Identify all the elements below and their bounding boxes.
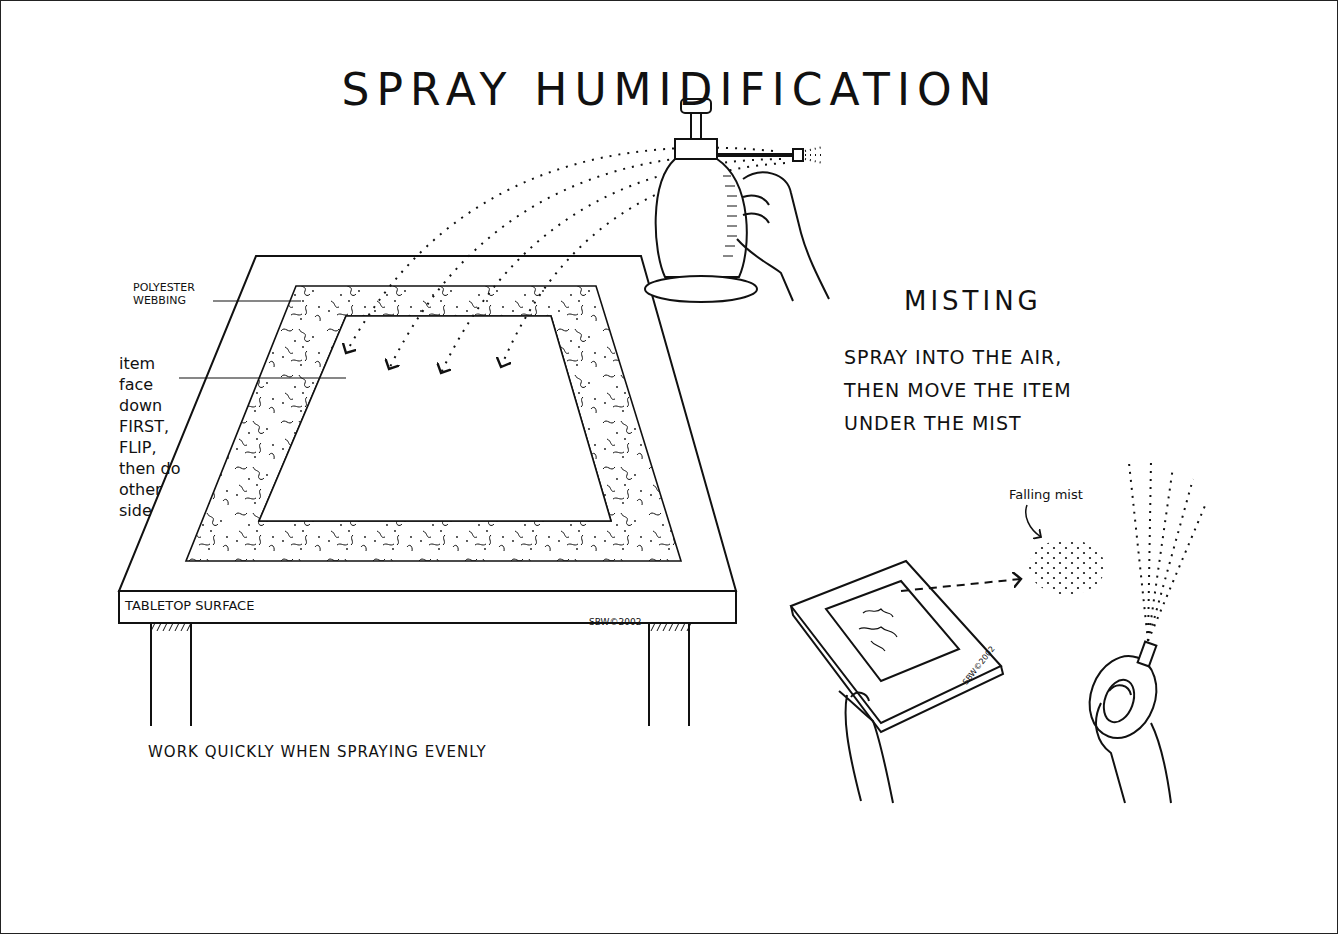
leader-lines: [179, 301, 346, 378]
nozzle-tip: [793, 149, 803, 161]
pump-shaft: [691, 113, 701, 139]
sprayer-cap: [1098, 676, 1139, 727]
bottle-shading: [723, 176, 737, 256]
spray-nozzle: [717, 153, 796, 157]
part-label: POLYESTER WEBBING: [133, 281, 217, 307]
part-label: TABLETOP SURFACE: [125, 598, 254, 614]
picture-sketch: [859, 609, 897, 651]
table-edge: [119, 591, 736, 623]
spray-dots: [805, 147, 825, 163]
table-leg: [688, 623, 690, 726]
sprayer-hand: [1096, 685, 1171, 803]
bottle-neck: [675, 139, 717, 159]
table-leg: [150, 623, 152, 726]
footer-note: WORK QUICKLY WHEN SPRAYING EVENLY: [148, 743, 487, 762]
table-leg: [648, 623, 650, 726]
mist-spray: [1129, 461, 1207, 641]
book-hand: [839, 691, 893, 803]
section-heading: MISTING: [904, 285, 1042, 318]
spray-arc: [389, 154, 777, 369]
pump-sprayer: [645, 99, 829, 302]
dashed-arrow: [901, 579, 1021, 591]
table: [119, 256, 736, 726]
falling-mist: [1029, 539, 1105, 595]
polyester-webbing: [186, 286, 681, 561]
bottle-body: [656, 159, 747, 277]
table-top: [119, 256, 736, 591]
item-sheet: [259, 316, 611, 521]
title: SPRAY HUMIDIFICATION: [1, 63, 1338, 117]
spray-hand: [737, 172, 829, 301]
callout-label: Falling mist: [1009, 487, 1083, 503]
table-leg: [190, 623, 192, 726]
instruction-note: SPRAY INTO THE AIR, THEN MOVE THE ITEM U…: [844, 341, 1112, 440]
sprayer-nozzle: [1138, 642, 1157, 667]
book-picture: [826, 581, 959, 681]
spray-arc: [441, 159, 781, 373]
book: [791, 561, 1001, 723]
leader-line: [213, 300, 301, 301]
mist-pointer: [1026, 505, 1041, 537]
leader-line: [179, 377, 346, 378]
instruction-note: item face down FIRST, FLIP, then do othe…: [119, 353, 181, 521]
spray-arc: [346, 148, 773, 353]
spray-arcs: [346, 148, 785, 373]
misting-scene: [791, 461, 1207, 803]
bottle-base: [645, 276, 757, 302]
copyright-mark: SBW©2002: [589, 617, 641, 628]
